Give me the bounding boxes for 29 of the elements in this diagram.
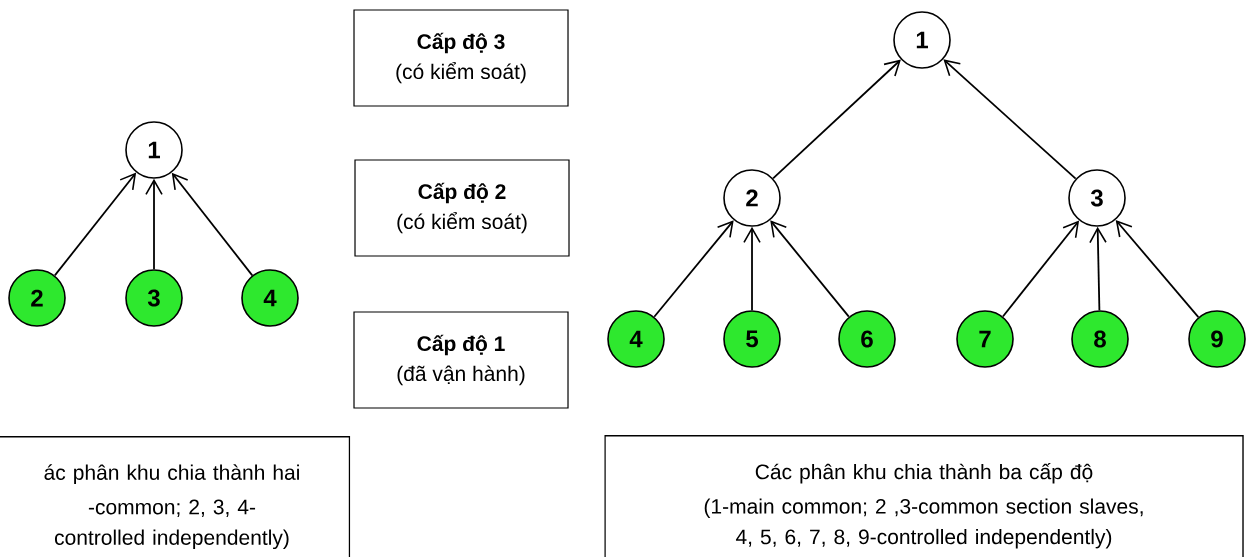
circle-node: 2 [723,169,781,227]
circle-node: 7 [956,310,1014,368]
caption-box: Các phân khu chia thành ba cấp độ (1-main common; 2 ,3-common section slaves, 4, 5, 6, 7, 8, 9-controlled independently) [604,435,1244,557]
circle-node: 6 [838,310,896,368]
level-box: Cấp độ 2 (có kiểm soát) [354,159,570,257]
arrow [770,220,850,318]
caption-box: ác phân khu chia thành hai -common; 2, 3, 4-controlled independently) [0,436,351,557]
arrow [53,172,137,277]
circle-node: 5 [723,310,781,368]
circle-node: 2 [8,269,66,327]
circle-node: 8 [1071,310,1129,368]
circle-node: 4 [241,269,299,327]
circle-node: 1 [893,11,951,69]
arrow [1002,220,1080,318]
level-box: Cấp độ 1 (đã vận hành) [353,311,569,409]
arrow [145,178,163,271]
arrow [943,59,1077,180]
arrow [743,226,761,312]
circle-node: 1 [125,121,183,179]
circle-node: 3 [1068,169,1126,227]
arrow [1115,219,1200,318]
circle-node: 4 [607,310,665,368]
arrow [171,172,254,277]
circle-node: 3 [125,269,183,327]
circle-node: 9 [1188,310,1246,368]
level-box: Cấp độ 3 (có kiểm soát) [353,9,569,107]
arrow [1089,226,1107,312]
arrow [772,59,901,180]
arrow [653,220,734,318]
